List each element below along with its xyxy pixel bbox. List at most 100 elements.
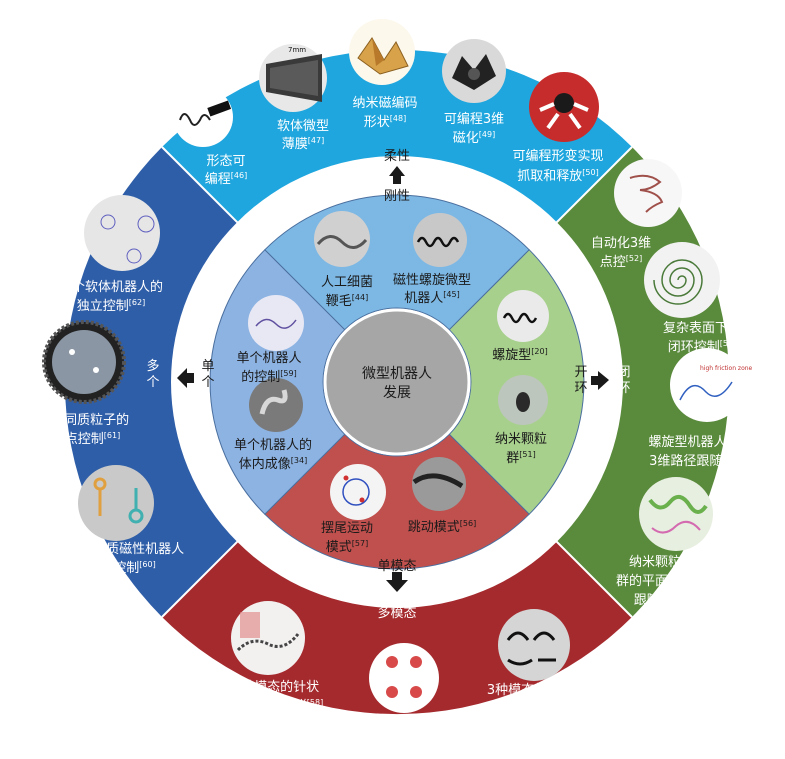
axis-left-outer-2: 个 — [146, 375, 159, 390]
center-circle — [323, 308, 471, 456]
axis-top-inner: 刚性 — [384, 189, 410, 204]
3d-magnetization-image — [442, 39, 506, 103]
inner-left-item-1-line2: 的控制[59] — [241, 369, 296, 385]
closed-loop-item-2-line2: 闭环控制[53] — [668, 339, 736, 355]
inner-right-item-2-line2: 群[51] — [506, 450, 535, 466]
flexible-item-3-line1: 纳米磁编码 — [352, 96, 417, 111]
flexible-item-5-line1: 可编程形变实现 — [512, 148, 603, 164]
spiral-tail-robot-image — [173, 87, 233, 147]
soft-film-modes-image — [498, 609, 570, 681]
closed-loop-item-4-line1: 纳米颗粒 — [629, 555, 681, 570]
multimodal-item-3-line2: 薄膜[42] — [509, 701, 551, 717]
spiral-path-image — [644, 242, 720, 318]
inner-left-item-2-line2: 体内成像[34] — [239, 456, 307, 472]
closed-loop-item-1-line2: 点控[52] — [600, 254, 642, 270]
axis-right-inner-1: 开 — [574, 365, 587, 380]
flexible-item-4-line2: 磁化[49] — [453, 130, 495, 146]
inner-right-items: 螺旋型[20] 纳米颗粒 群[51] — [492, 290, 549, 466]
svg-text:7mm: 7mm — [288, 46, 306, 54]
flexible-item-4-line1: 可编程3维 — [444, 112, 504, 127]
inner-bottom-item-1-line2: 模式[57] — [326, 539, 368, 555]
heterogeneous-robots-image — [78, 465, 154, 541]
helix-trajectory-image — [614, 159, 682, 227]
inner-bottom-quadrant — [264, 433, 530, 570]
axis-right-outer-1: 闭 — [617, 365, 630, 380]
multimodal-item-1-line2: 纳米颗粒集群[58] — [229, 698, 323, 714]
helical-type-image — [497, 290, 549, 342]
right-arrow — [591, 371, 609, 390]
jumping-mode-image — [412, 457, 466, 511]
nanoparticle-chain-image — [639, 477, 713, 551]
center-title-line2: 发展 — [383, 385, 411, 401]
particle-swarm-image — [498, 375, 548, 425]
axis-bottom-inner: 单模态 — [377, 559, 416, 574]
multimodal-item-3-line1: 3种模态的软体 — [487, 682, 573, 698]
multimodal-item-2-line2: 纳米颗粒[22] — [366, 733, 434, 749]
multiple-item-2-line1: 2个同质粒子的 — [43, 412, 129, 428]
svg-text:high friction zone: high friction zone — [700, 365, 753, 372]
outer-closed-loop-items: high friction zone 自动化3维 点控[52] 复杂表面下的 闭… — [591, 159, 753, 608]
flexible-item-2-line2: 薄膜[47] — [282, 136, 324, 152]
flexible-item-3-line2: 形状[48] — [364, 114, 406, 130]
flexible-item-1-line2: 编程[46] — [205, 171, 247, 187]
multiple-item-1-line1: 多个软体机器人的 — [59, 279, 163, 295]
inner-left-item-2-line1: 单个机器人的 — [234, 437, 312, 453]
multiple-item-3-line2: 的控制[60] — [100, 560, 155, 576]
axis-left-inner-2: 个 — [201, 375, 214, 390]
center-title-line1: 微型机器人 — [362, 366, 432, 382]
up-arrow — [389, 166, 405, 184]
closed-loop-item-3-line1: 螺旋型机器人的 — [648, 434, 739, 450]
outer-flexible-items: 7mm 形态可 编程[46] 软体微型 薄膜[47] 纳米磁编码 形状[48] … — [173, 19, 604, 187]
inner-left-items: 单个机器人 的控制[59] 单个机器人的 体内成像[34] — [234, 295, 312, 472]
gripper-image — [529, 72, 599, 142]
bacterial-flagella-image — [314, 211, 370, 267]
inner-bottom-items: 摆尾运动 模式[57] 跳动模式[56] — [321, 457, 476, 555]
left-arrow — [177, 368, 194, 388]
multimodal-item-2-line1: 4种模态的花生状 — [350, 714, 449, 730]
inner-top-item-2-line2: 机器人[45] — [404, 290, 459, 306]
axis-left-outer-1: 多 — [146, 358, 159, 374]
inner-top-item-2-line1: 磁性螺旋微型 — [393, 273, 471, 288]
multiple-item-2-line2: 定点控制[61] — [52, 431, 120, 447]
axis-left-inner-1: 单 — [201, 359, 214, 374]
gear-particles-image — [42, 320, 126, 404]
origami-shape-image — [349, 19, 415, 85]
axis-right-outer-2: 环 — [617, 381, 630, 396]
outer-multiple-items: 多个软体机器人的 独立控制[62] 2个同质粒子的 定点控制[61] 2个异质磁… — [42, 195, 184, 576]
inner-bottom-item-2: 跳动模式[56] — [408, 519, 476, 535]
inner-top-item-1-line2: 鞭毛[44] — [326, 293, 368, 309]
needle-swarm-image — [231, 601, 305, 675]
soft-film-image: 7mm — [259, 44, 327, 112]
flexible-item-1-line1: 形态可 — [206, 154, 245, 169]
closed-loop-item-4-line2: 群的平面路径 — [616, 573, 694, 589]
inner-bottom-item-1-line1: 摆尾运动 — [321, 521, 373, 536]
inner-right-item-1: 螺旋型[20] — [492, 347, 547, 363]
path-diagram-image: high friction zone — [670, 348, 753, 422]
multiple-item-3-line1: 2个异质磁性机器人 — [72, 542, 184, 557]
closed-loop-item-1-line1: 自动化3维 — [591, 236, 651, 251]
closed-loop-item-3-line2: 3维路径跟随[54] — [649, 453, 739, 469]
in-vivo-imaging-image — [249, 378, 303, 432]
helical-microrobot-image — [413, 213, 467, 267]
inner-top-items: 人工细菌 鞭毛[44] 磁性螺旋微型 机器人[45] — [314, 211, 471, 309]
axis-bottom-outer: 多模态 — [377, 605, 416, 621]
axis-top-outer: 柔性 — [384, 149, 410, 164]
wagging-mode-image — [330, 464, 386, 520]
closed-loop-item-4-line3: 跟随[55] — [634, 592, 676, 608]
flexible-item-5-line2: 抓取和释放[50] — [517, 168, 598, 184]
outer-multimodal-items: 3种模态的针状 纳米颗粒集群[58] 4种模态的花生状 纳米颗粒[22] 3种模… — [229, 601, 573, 749]
inner-right-item-2-line1: 纳米颗粒 — [495, 432, 547, 447]
multi-robot-tracking-image — [84, 195, 160, 271]
inner-top-item-1-line1: 人工细菌 — [321, 275, 373, 290]
axis-arrows — [177, 166, 609, 592]
peanut-particle-image — [369, 643, 439, 713]
single-robot-control-image — [248, 295, 304, 351]
axis-right-inner-2: 环 — [574, 381, 587, 396]
multiple-item-1-line2: 独立控制[62] — [77, 298, 145, 314]
inner-left-item-1-line1: 单个机器人 — [236, 351, 301, 366]
closed-loop-item-2-line1: 复杂表面下的 — [663, 320, 741, 336]
down-arrow — [386, 572, 408, 592]
flexible-item-2-line1: 软体微型 — [277, 119, 329, 134]
multimodal-item-1-line1: 3种模态的针状 — [233, 679, 319, 695]
